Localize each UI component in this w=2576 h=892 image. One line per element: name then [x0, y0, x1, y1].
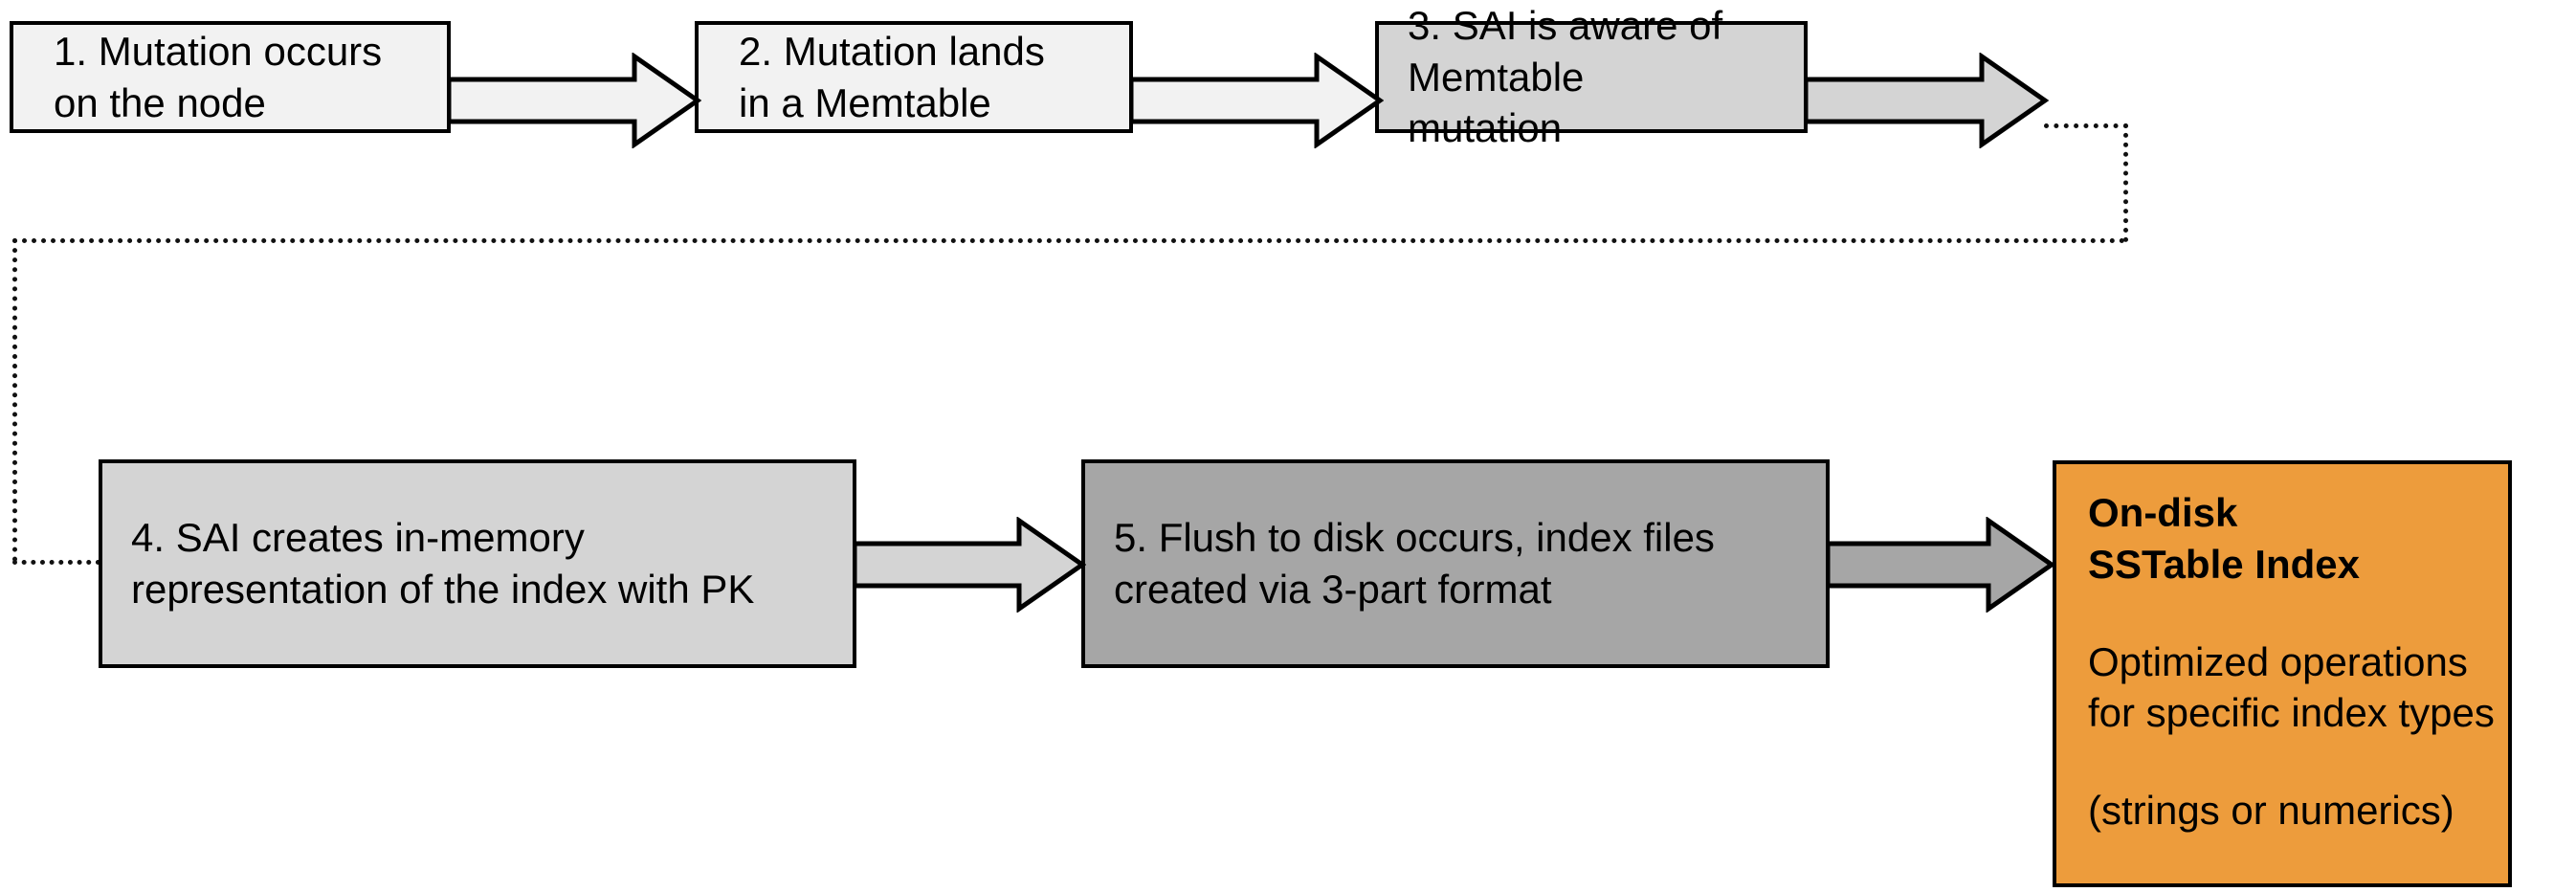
- wrap-connector-segment-top-right: [2044, 123, 2128, 128]
- step-2-label: 2. Mutation lands in a Memtable: [739, 28, 1045, 125]
- process-box-step-4[interactable]: 4. SAI creates in-memory representation …: [99, 459, 856, 668]
- process-box-step-3[interactable]: 3. SAI is aware of Memtable mutation: [1375, 3, 1808, 150]
- arrow-step2-to-step3-icon: [1129, 53, 1384, 148]
- wrap-connector-segment-right-down: [2123, 123, 2128, 242]
- result-heading: On-disk SSTable Index: [2088, 490, 2360, 587]
- wrap-connector-segment-into-step4: [12, 560, 100, 565]
- step-5-label: 5. Flush to disk occurs, index files cre…: [1114, 515, 1715, 612]
- step-4-label: 4. SAI creates in-memory representation …: [131, 515, 755, 612]
- step-1-label: 1. Mutation occurs on the node: [54, 28, 383, 125]
- process-box-step-1[interactable]: 1. Mutation occurs on the node: [10, 21, 451, 133]
- wrap-connector-segment-left-down: [12, 238, 17, 562]
- arrow-step4-to-step5-icon: [853, 517, 1086, 613]
- arrow-step3-out-icon: [1804, 53, 2049, 148]
- result-box-on-disk-sstable-index[interactable]: On-disk SSTable Index Optimized operatio…: [2053, 460, 2512, 887]
- step-3-label: 3. SAI is aware of Memtable mutation: [1408, 2, 1723, 151]
- arrow-step1-to-step2-icon: [447, 53, 701, 148]
- result-tail: (strings or numerics): [2088, 788, 2454, 833]
- result-body: Optimized operations for specific index …: [2088, 638, 2495, 736]
- wrap-connector-segment-long-left: [12, 238, 2126, 243]
- arrow-step5-to-result-icon: [1826, 517, 2055, 613]
- process-box-step-2[interactable]: 2. Mutation lands in a Memtable: [695, 21, 1133, 133]
- process-box-step-5[interactable]: 5. Flush to disk occurs, index files cre…: [1081, 459, 1830, 668]
